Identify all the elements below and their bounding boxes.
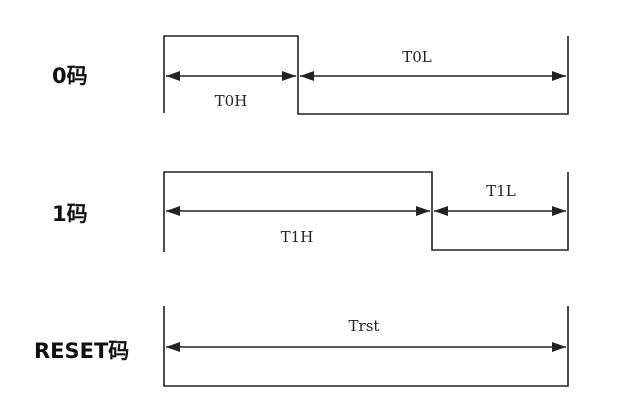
row-0-t0l-arrow (300, 71, 566, 81)
row-reset-code: RESET码 Trst (34, 306, 569, 387)
row-0-t0h-label: T0H (215, 92, 248, 110)
row-1-code: 1码 T1H T1L (52, 171, 569, 252)
row-reset-trst-arrow (166, 342, 566, 352)
row-1-t1l-label: T1L (486, 182, 516, 200)
row-1-t1h-label: T1H (281, 228, 314, 246)
row-1-t1h-arrow (166, 206, 430, 216)
row-0-code: 0码 T0H T0L (52, 35, 569, 115)
row-reset-waveform (163, 306, 569, 387)
row-0-t0h-arrow (166, 71, 296, 81)
row-reset-trst-label: Trst (349, 317, 380, 335)
row-0-t0l-label: T0L (402, 48, 432, 66)
row-1-waveform (163, 171, 569, 252)
row-1-t1l-arrow (434, 206, 566, 216)
row-1-label: 1码 (52, 202, 88, 226)
row-0-waveform (163, 35, 569, 115)
row-0-label: 0码 (52, 64, 88, 88)
row-reset-label: RESET码 (34, 339, 129, 363)
